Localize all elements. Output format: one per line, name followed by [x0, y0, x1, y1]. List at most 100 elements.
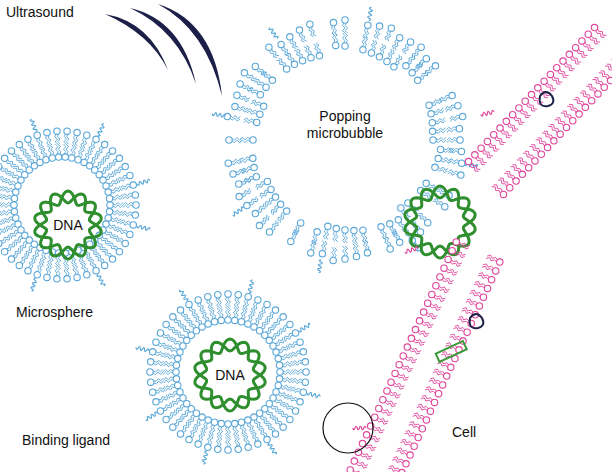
- lipid-head: [557, 131, 563, 137]
- lipid-tail: [241, 309, 244, 319]
- lipid-tail: [39, 263, 43, 273]
- lipid-head: [149, 389, 155, 395]
- lipid-head: [177, 389, 183, 395]
- lipid-tail: [409, 424, 419, 429]
- lipid-tail: [437, 363, 448, 368]
- lipid-head: [163, 416, 169, 422]
- lipid-tail: [382, 45, 386, 55]
- lipid-tail: [577, 51, 586, 58]
- lipid-head: [64, 276, 70, 282]
- lipid-tail: [519, 158, 528, 165]
- lipid-head: [302, 379, 308, 385]
- lipid-tail: [109, 224, 119, 228]
- microsphere-membrane: [136, 280, 320, 464]
- lipid-tail: [189, 320, 196, 327]
- lipid-tail: [2, 195, 12, 198]
- lipid-head: [560, 58, 566, 64]
- lipid-tail: [260, 190, 268, 197]
- lipid-tail: [523, 153, 532, 160]
- lipid-tail: [403, 44, 408, 53]
- lipid-tail: [361, 455, 371, 460]
- lipid-tail: [385, 237, 390, 246]
- lipid-tail: [478, 275, 488, 280]
- lipid-head: [459, 113, 465, 119]
- lipid-head: [563, 124, 569, 130]
- lipid-head: [395, 217, 401, 223]
- lipid-tail: [159, 342, 169, 346]
- lipid-head: [130, 222, 136, 228]
- lipid-head: [453, 239, 459, 245]
- lipid-head: [11, 208, 17, 214]
- lipid-tail: [0, 229, 6, 234]
- lipid-tail: [374, 29, 377, 39]
- lipid-tail: [511, 167, 520, 174]
- lipid-tail: [345, 33, 347, 43]
- lipid-tail: [58, 266, 61, 276]
- lipid-head: [1, 155, 7, 161]
- lipid-head: [232, 317, 238, 323]
- lipid-head: [595, 91, 601, 97]
- lipid-head: [16, 141, 22, 147]
- lipid-head: [225, 291, 231, 297]
- lipid-tail: [293, 378, 303, 381]
- lipid-tail: [407, 356, 418, 361]
- lipid-tail: [15, 250, 21, 258]
- lipid-tail: [230, 118, 240, 121]
- lipid-tail: [458, 244, 469, 249]
- lipid-head: [396, 34, 402, 40]
- lipid-head: [230, 171, 236, 177]
- lipid-tail: [248, 311, 252, 321]
- part-label: Binding ligand: [22, 432, 110, 449]
- lipid-tail: [89, 141, 94, 150]
- lipid-tail: [237, 436, 240, 446]
- lipid-tail: [111, 161, 118, 168]
- lipid-head: [62, 154, 68, 160]
- lipid-tail: [281, 388, 291, 391]
- lipid-tail: [312, 27, 316, 36]
- lipid-tail: [104, 152, 110, 160]
- lipid-tail: [282, 361, 292, 364]
- lipid-tail: [287, 398, 297, 402]
- lipid-tail: [15, 166, 24, 172]
- lipid-tail: [275, 401, 284, 406]
- lipid-tail: [290, 40, 296, 48]
- lipid-tail: [474, 284, 485, 289]
- lipid-head: [177, 307, 183, 313]
- lipid-head: [513, 178, 519, 184]
- lipid-tail: [517, 160, 526, 167]
- lipid-tail: [460, 242, 471, 247]
- lipid-tail: [7, 226, 16, 231]
- lipid-head: [330, 257, 336, 263]
- lipid-head: [56, 154, 62, 160]
- lipid-tail: [582, 91, 591, 98]
- lipid-tail: [476, 158, 485, 165]
- lipid-head: [376, 23, 382, 29]
- lipid-head: [547, 71, 553, 77]
- lipid-tail: [491, 143, 500, 150]
- lipid-tail: [419, 214, 427, 220]
- lipid-tail: [544, 131, 553, 138]
- lipid-tail: [548, 126, 557, 133]
- lipid-tail: [13, 248, 19, 256]
- lipid-tail: [381, 230, 386, 239]
- lipid-tail: [503, 129, 512, 136]
- binding-ligand: [318, 260, 323, 273]
- part-label: DNA: [214, 367, 246, 384]
- lipid-head: [264, 301, 270, 307]
- lipid-tail: [97, 255, 104, 262]
- lipid-tail: [418, 404, 429, 409]
- lipid-head: [173, 376, 179, 382]
- lipid-head: [484, 285, 490, 291]
- lipid-tail: [383, 238, 388, 247]
- lipid-head: [503, 118, 509, 124]
- lipid-tail: [180, 328, 188, 334]
- lipid-tail: [423, 321, 434, 326]
- lipid-tail: [153, 372, 163, 374]
- lipid-tail: [239, 98, 249, 102]
- lipid-head: [380, 397, 386, 403]
- lipid-tail: [363, 28, 366, 38]
- lipid-head: [74, 129, 80, 135]
- part-label: Microsphere: [16, 304, 93, 321]
- lipid-tail: [48, 255, 51, 265]
- lipid-tail: [55, 134, 58, 144]
